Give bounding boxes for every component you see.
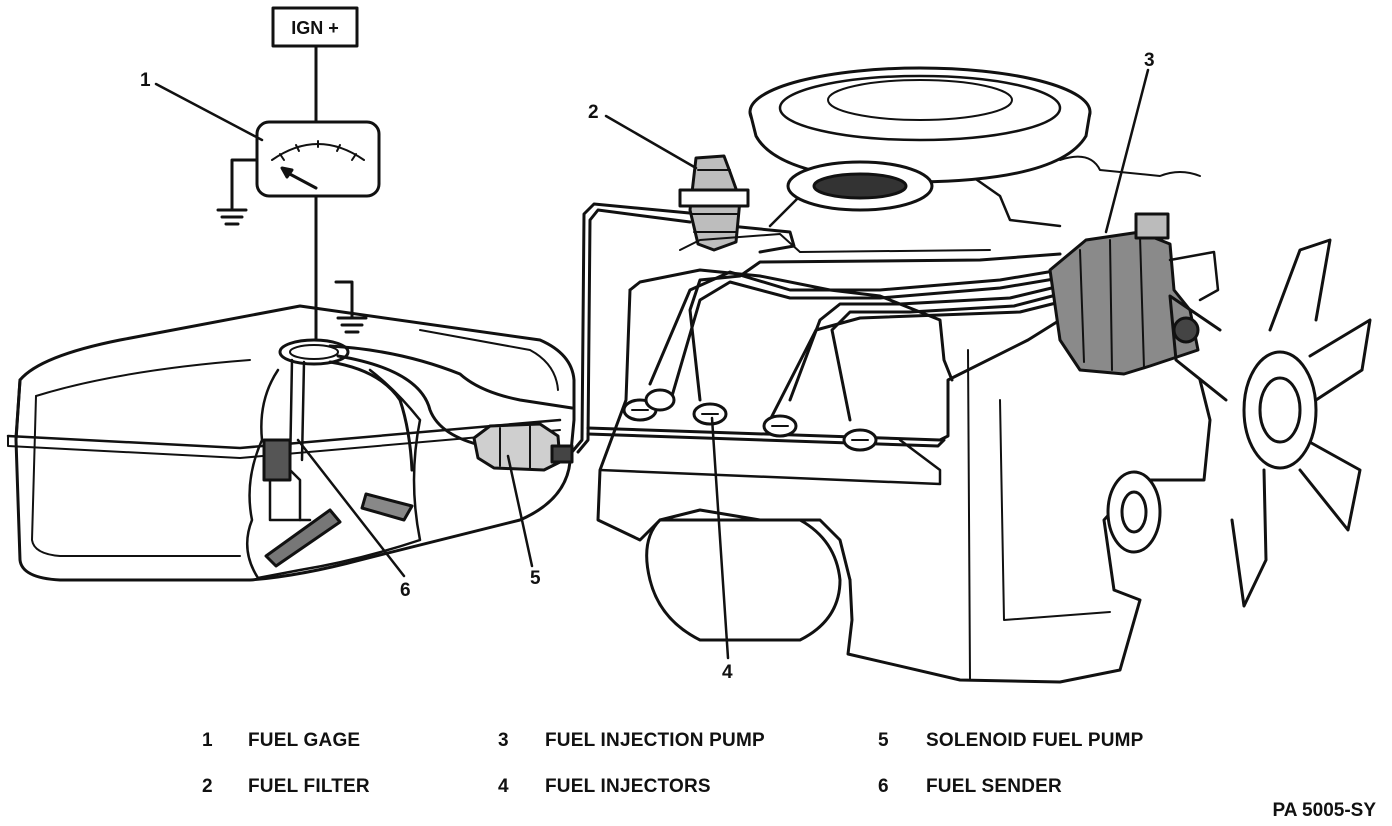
fuel-injection-pump	[1048, 212, 1220, 376]
callout-1: 1	[140, 70, 151, 91]
solenoid-fuel-pump	[472, 422, 574, 472]
callout-5: 5	[530, 568, 541, 589]
fuel-tank	[6, 304, 576, 582]
callout-3: 3	[1144, 50, 1155, 71]
fuel-gage	[216, 120, 381, 342]
ign-label: IGN +	[291, 18, 339, 38]
fuel-injectors	[622, 388, 878, 452]
callout-4: 4	[722, 662, 733, 683]
tank-ground	[334, 280, 368, 334]
callout-6: 6	[400, 580, 411, 601]
fuel-sender	[262, 338, 414, 568]
callout-2: 2	[588, 102, 599, 123]
ignition-source	[271, 6, 359, 124]
air-cleaner	[748, 66, 1092, 212]
callout-leaders	[154, 68, 1150, 660]
fuel-lines	[328, 202, 1062, 486]
injection-lines	[648, 252, 1062, 422]
engine-fan	[1106, 238, 1372, 608]
figure-reference: PA 5005-SY	[1272, 800, 1377, 821]
fuel-filter	[678, 154, 750, 252]
